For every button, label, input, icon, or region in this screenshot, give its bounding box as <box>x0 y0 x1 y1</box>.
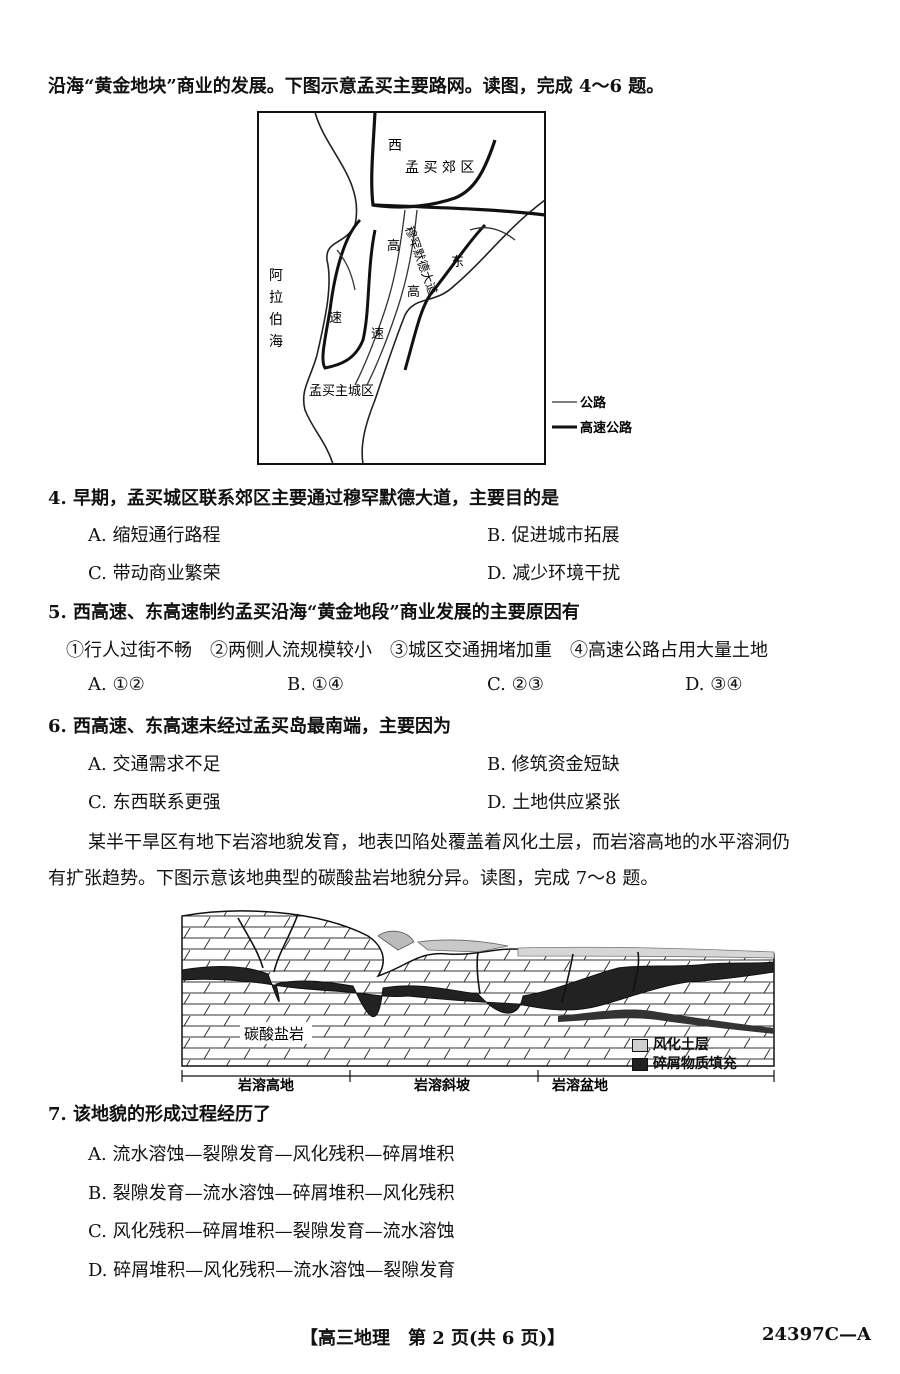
footer-page-info: 【高三地理 第 2 页(共 6 页)】 <box>300 1328 566 1349</box>
intro-text-1: 沿海“黄金地块”商业的发展。下图示意孟买主要路网。读图，完成 4～6 题。 <box>48 76 665 97</box>
q4-option-c[interactable]: C. 带动商业繁荣 <box>88 563 221 584</box>
q7-option-c[interactable]: C. 风化残积—碎屑堆积—裂隙发育—流水溶蚀 <box>88 1221 455 1242</box>
fissure-1 <box>237 917 264 969</box>
map-frame <box>257 111 546 465</box>
legend-highway: 高速公路 <box>580 420 633 436</box>
label-gao-left: 高 <box>387 238 400 254</box>
highway-east-link <box>372 203 546 217</box>
east-highway <box>403 223 487 371</box>
q4-stem: 4. 早期，孟买城区联系郊区主要通过穆罕默德大道，主要目的是 <box>48 488 560 509</box>
label-sea-2: 拉 <box>269 290 283 306</box>
fissure-2 <box>273 913 299 973</box>
q6-option-c[interactable]: C. 东西联系更强 <box>88 792 221 813</box>
soil-patch-3 <box>517 946 775 959</box>
legend-road: 公路 <box>580 395 607 411</box>
road-east <box>469 227 516 241</box>
debris-fill-channel <box>181 961 775 1018</box>
zone-karst-highland: 岩溶高地 <box>237 1077 294 1094</box>
legend-soil-label: 风化土层 <box>652 1037 709 1053</box>
mumbai-road-map: 西 孟 买 郊 区 高 速 穆罕默德大道 东 高 速 阿 拉 伯 海 孟买主城区… <box>257 111 633 465</box>
footer-code: 24397C—A <box>762 1324 871 1345</box>
q4-option-b[interactable]: B. 促进城市拓展 <box>487 525 620 546</box>
q6-option-d[interactable]: D. 土地供应紧张 <box>487 792 621 813</box>
label-dong: 东 <box>451 255 464 270</box>
label-gao-right: 高 <box>407 284 420 300</box>
q5-stem: 5. 西高速、东高速制约孟买沿海“黄金地段”商业发展的主要原因有 <box>48 602 580 623</box>
label-carbonate-rock: 碳酸盐岩 <box>244 1025 304 1043</box>
label-sea-3: 伯 <box>269 312 283 328</box>
q6-option-b[interactable]: B. 修筑资金短缺 <box>487 754 620 775</box>
q5-option-c[interactable]: C. ②③ <box>487 674 544 695</box>
q4-option-a[interactable]: A. 缩短通行路程 <box>88 525 221 546</box>
q5-option-d[interactable]: D. ③④ <box>685 674 743 695</box>
debris-fill-lower <box>558 1009 774 1034</box>
q6-option-a[interactable]: A. 交通需求不足 <box>88 754 221 775</box>
karst-diagram: 碳酸盐岩 岩溶高地 岩溶斜坡 岩溶盆地 <box>181 910 775 1094</box>
q7-option-d[interactable]: D. 碎屑堆积—风化残积—流水溶蚀—裂隙发育 <box>88 1260 456 1281</box>
label-sea-4: 海 <box>269 334 283 350</box>
west-coastline <box>302 111 358 465</box>
soil-patch-2 <box>417 939 509 953</box>
q7-option-a[interactable]: A. 流水溶蚀—裂隙发育—风化残积—碎屑堆积 <box>88 1144 455 1165</box>
legend-soil-swatch <box>632 1038 648 1052</box>
label-west: 西 <box>388 138 402 154</box>
legend-fill-swatch <box>632 1057 648 1071</box>
legend-fill: 碎屑物质填充 <box>632 1053 737 1073</box>
q7-option-b[interactable]: B. 裂隙发育—流水溶蚀—碎屑堆积—风化残积 <box>88 1183 455 1204</box>
zone-karst-basin: 岩溶盆地 <box>551 1077 608 1094</box>
east-coastline <box>361 199 546 465</box>
label-sea-1: 阿 <box>269 268 283 284</box>
q6-stem: 6. 西高速、东高速未经过孟买岛最南端，主要因为 <box>48 716 452 737</box>
q5-items: ①行人过街不畅 ②两侧人流规模较小 ③城区交通拥堵加重 ④高速公路占用大量土地 <box>66 640 768 661</box>
q4-option-d[interactable]: D. 减少环境干扰 <box>487 563 621 584</box>
west-highway <box>321 218 377 370</box>
q5-option-a[interactable]: A. ①② <box>88 674 145 695</box>
zone-karst-slope: 岩溶斜坡 <box>413 1077 471 1094</box>
label-suburb: 孟 买 郊 区 <box>405 159 474 176</box>
legend-fill-label: 碎屑物质填充 <box>652 1056 737 1072</box>
fissure-5 <box>632 951 640 993</box>
q5-option-b[interactable]: B. ①④ <box>287 674 344 695</box>
label-su-right: 速 <box>371 327 384 342</box>
intro-text-2b: 有扩张趋势。下图示意该地典型的碳酸盐岩地貌分异。读图，完成 7～8 题。 <box>48 868 659 889</box>
label-main-city: 孟买主城区 <box>309 384 374 399</box>
fissure-3 <box>476 951 481 995</box>
mohammed-road <box>354 209 406 386</box>
q7-stem: 7. 该地貌的形成过程经历了 <box>48 1104 272 1125</box>
mohammed-road-2 <box>366 209 418 386</box>
fissure-4 <box>561 953 574 1003</box>
soil-patch-1 <box>377 930 415 951</box>
intro-text-2a: 某半干旱区有地下岩溶地貌发育，地表凹陷处覆盖着风化土层，而岩溶高地的水平溶洞仍 <box>88 832 790 853</box>
legend-soil: 风化土层 <box>632 1034 709 1054</box>
road-west <box>336 249 356 291</box>
label-su-left: 速 <box>329 311 342 326</box>
